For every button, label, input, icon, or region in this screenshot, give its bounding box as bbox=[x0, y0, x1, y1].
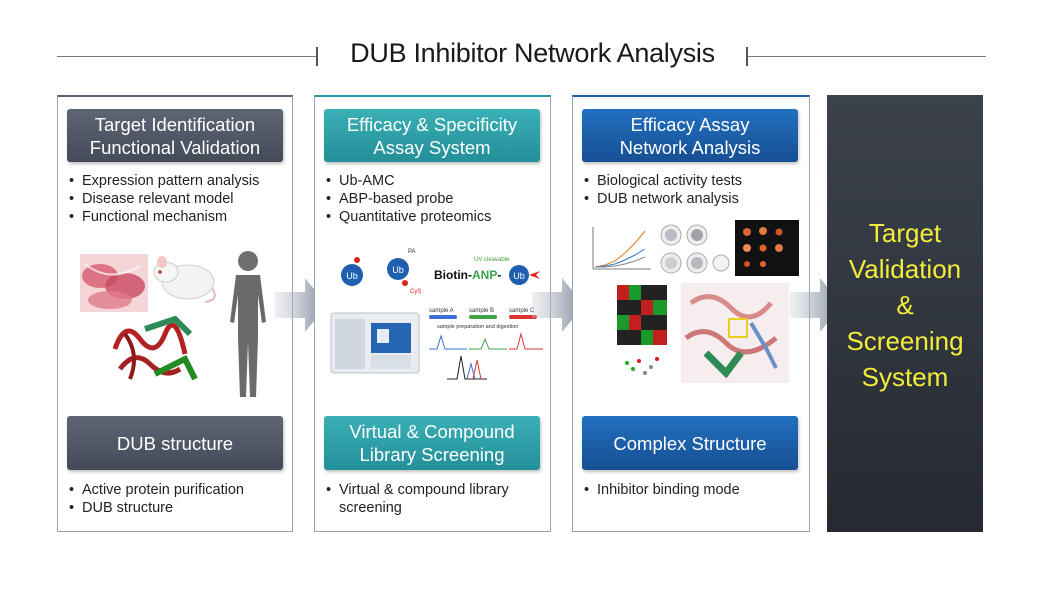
binding-structure-image bbox=[681, 283, 789, 383]
list-dub-structure: Active protein purification DUB structur… bbox=[68, 481, 278, 517]
header-complex-structure: Complex Structure bbox=[582, 416, 798, 470]
header-dub-structure: DUB structure bbox=[67, 416, 283, 470]
ub-label: Ub bbox=[513, 271, 525, 281]
title-rule-right bbox=[748, 56, 986, 57]
list-item: Inhibitor binding mode bbox=[583, 481, 793, 499]
tumor-samples-image bbox=[735, 220, 799, 276]
list-item: Ub-AMC bbox=[325, 172, 491, 190]
list-item: Active protein purification bbox=[68, 481, 278, 499]
title-tick-right bbox=[746, 47, 748, 66]
title-rule-left bbox=[57, 56, 316, 57]
protein-structure-image bbox=[112, 315, 198, 381]
sample-prep-label: sample preparation and digestion bbox=[437, 324, 518, 330]
ub-label: Ub bbox=[392, 265, 404, 275]
ubiquitin-probe-diagram: Ub Ub PA CyS UV cleavable Biotin-ANP- Ub bbox=[341, 249, 540, 295]
list-item: DUB structure bbox=[68, 499, 278, 517]
list-item: DUB network analysis bbox=[583, 190, 742, 208]
sample-c-label: sample C bbox=[509, 308, 535, 314]
heatmap-image bbox=[617, 285, 667, 375]
proteomics-workflow-image: sample A sample B sample C sample prepar… bbox=[429, 308, 543, 380]
cys-label: CyS bbox=[410, 289, 421, 295]
title-tick-left bbox=[316, 47, 318, 66]
list-target-identification: Expression pattern analysis Disease rele… bbox=[68, 172, 259, 226]
list-item: Disease relevant model bbox=[68, 190, 259, 208]
svg-text:Biotin-ANP-: Biotin-ANP- bbox=[434, 268, 501, 282]
list-complex-structure: Inhibitor binding mode bbox=[583, 481, 793, 499]
mouse-image bbox=[153, 256, 216, 303]
list-item: ABP-based probe bbox=[325, 190, 491, 208]
anp-label: ANP bbox=[472, 268, 497, 282]
list-item: Functional mechanism bbox=[68, 208, 259, 226]
list-item-continuation: screening bbox=[339, 500, 402, 516]
uv-cleavable-label: UV cleavable bbox=[474, 257, 510, 263]
list-virtual-screening: Virtual & compound library screening bbox=[325, 481, 535, 517]
page-title: DUB Inhibitor Network Analysis bbox=[350, 38, 715, 68]
list-item: Quantitative proteomics bbox=[325, 208, 491, 226]
arrow-right-icon bbox=[532, 278, 584, 332]
ub-label: Ub bbox=[346, 271, 358, 281]
pa-label: PA bbox=[408, 249, 416, 255]
sample-b-label: sample B bbox=[469, 308, 494, 314]
final-panel: Target Validation & Screening System bbox=[827, 95, 983, 532]
list-efficacy-assay: Biological activity tests DUB network an… bbox=[583, 172, 742, 208]
list-efficacy-specificity: Ub-AMC ABP-based probe Quantitative prot… bbox=[325, 172, 491, 226]
tumor-growth-chart-image bbox=[592, 227, 651, 270]
list-item: Virtual & compound library bbox=[325, 481, 535, 499]
dash-label: - bbox=[497, 268, 501, 282]
cell-culture-image bbox=[80, 254, 148, 312]
final-result-text: Target Validation & Screening System bbox=[846, 218, 964, 392]
biotin-label: Biotin- bbox=[434, 268, 472, 282]
sample-a-label: sample A bbox=[429, 308, 454, 314]
colony-plates-image bbox=[660, 224, 730, 274]
list-item: Expression pattern analysis bbox=[68, 172, 259, 190]
list-item: Biological activity tests bbox=[583, 172, 742, 190]
mass-spectrometer-image bbox=[330, 312, 420, 374]
human-body-image bbox=[230, 251, 266, 397]
